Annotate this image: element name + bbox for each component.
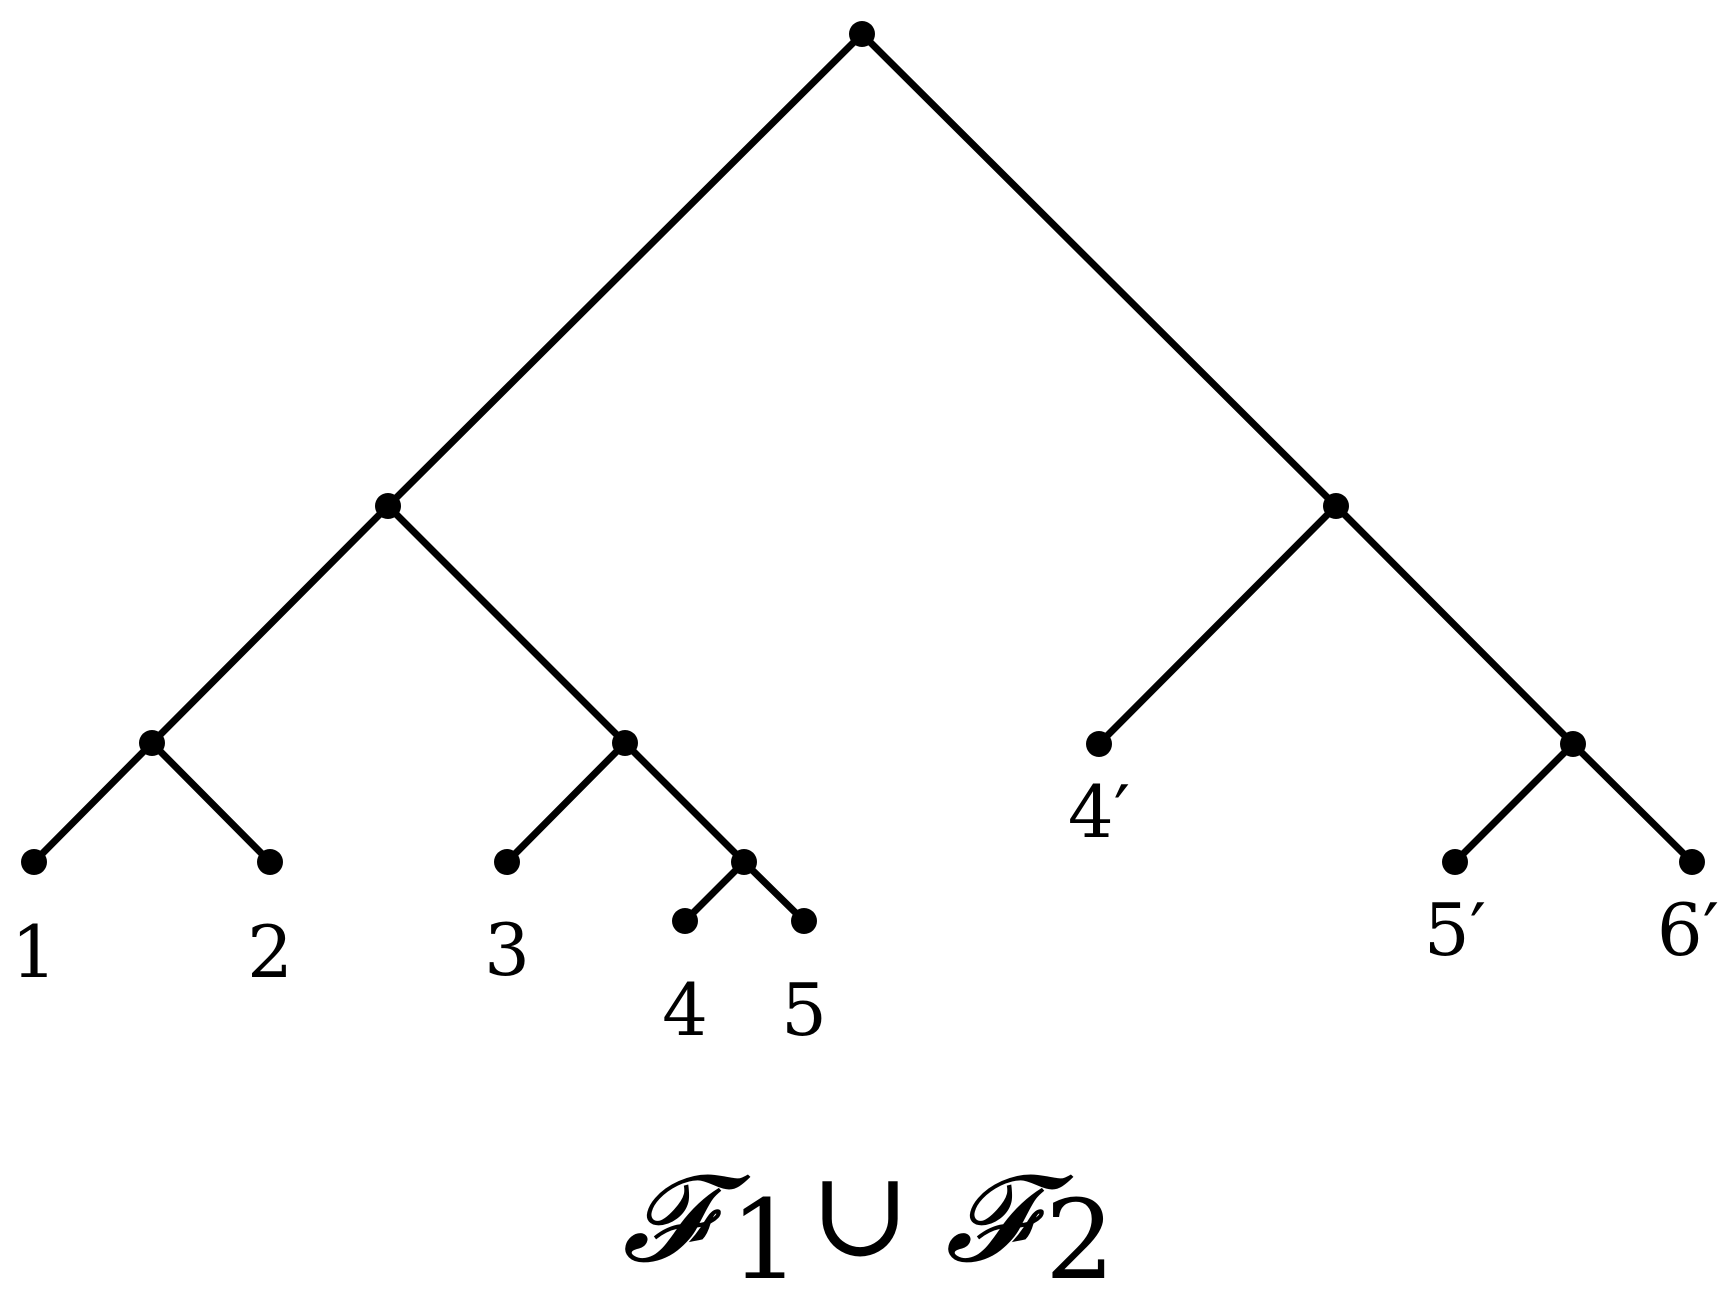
root-node [849, 21, 875, 47]
edge-d-leaf5p [1451, 740, 1577, 866]
edge-left-a [148, 502, 392, 747]
leaf-node-4p [1086, 731, 1112, 757]
leaf-label-4p: 4′ [1068, 770, 1130, 854]
leaf-label-6p: 6′ [1657, 888, 1719, 972]
leaf-node-2 [257, 849, 283, 875]
leaf-node-3 [494, 849, 520, 875]
internal-node-b [612, 730, 638, 756]
edge-right-d [1332, 502, 1577, 748]
edge-b-leaf3 [503, 739, 629, 866]
edge-b-c [621, 739, 748, 866]
internal-node-c [731, 849, 757, 875]
leaf-node-1 [21, 849, 47, 875]
edge-root-left [384, 30, 866, 510]
leaf-node-6p [1679, 849, 1705, 875]
edge-a-leaf2 [148, 739, 274, 866]
leaf-node-5p [1442, 849, 1468, 875]
leaf-node-5 [791, 908, 817, 934]
internal-node-left [375, 493, 401, 519]
leaf-label-1: 1 [11, 910, 57, 994]
internal-node-right [1323, 493, 1349, 519]
edge-d-leaf6p [1569, 740, 1696, 866]
leaf-label-5: 5 [781, 968, 827, 1052]
caption-second-index: 2 [1045, 1176, 1115, 1293]
edge-c-leaf5 [740, 858, 808, 925]
leaf-label-5p: 5′ [1424, 888, 1486, 972]
tree-edges [30, 30, 1696, 925]
caption-union-operator: ∪ [810, 1145, 911, 1284]
leaf-label-2: 2 [247, 910, 293, 994]
internal-node-d [1560, 731, 1586, 757]
leaf-label-3: 3 [484, 908, 530, 992]
edge-root-right [858, 30, 1340, 510]
leaf-label-4: 4 [662, 968, 708, 1052]
edge-left-b [384, 502, 629, 747]
tree-nodes [21, 21, 1705, 934]
leaf-node-4 [672, 908, 698, 934]
edge-a-leaf1 [30, 739, 156, 866]
internal-node-a [139, 730, 165, 756]
caption-formula: 𝓕 1 ∪ 𝓕 2 [622, 1145, 1115, 1293]
edge-right-leaf4p [1095, 502, 1340, 748]
edge-c-leaf4 [681, 858, 748, 925]
caption-first-index: 1 [730, 1176, 800, 1293]
leaf-labels: 1 2 3 4 5 4′ 5′ 6′ [11, 770, 1719, 1052]
